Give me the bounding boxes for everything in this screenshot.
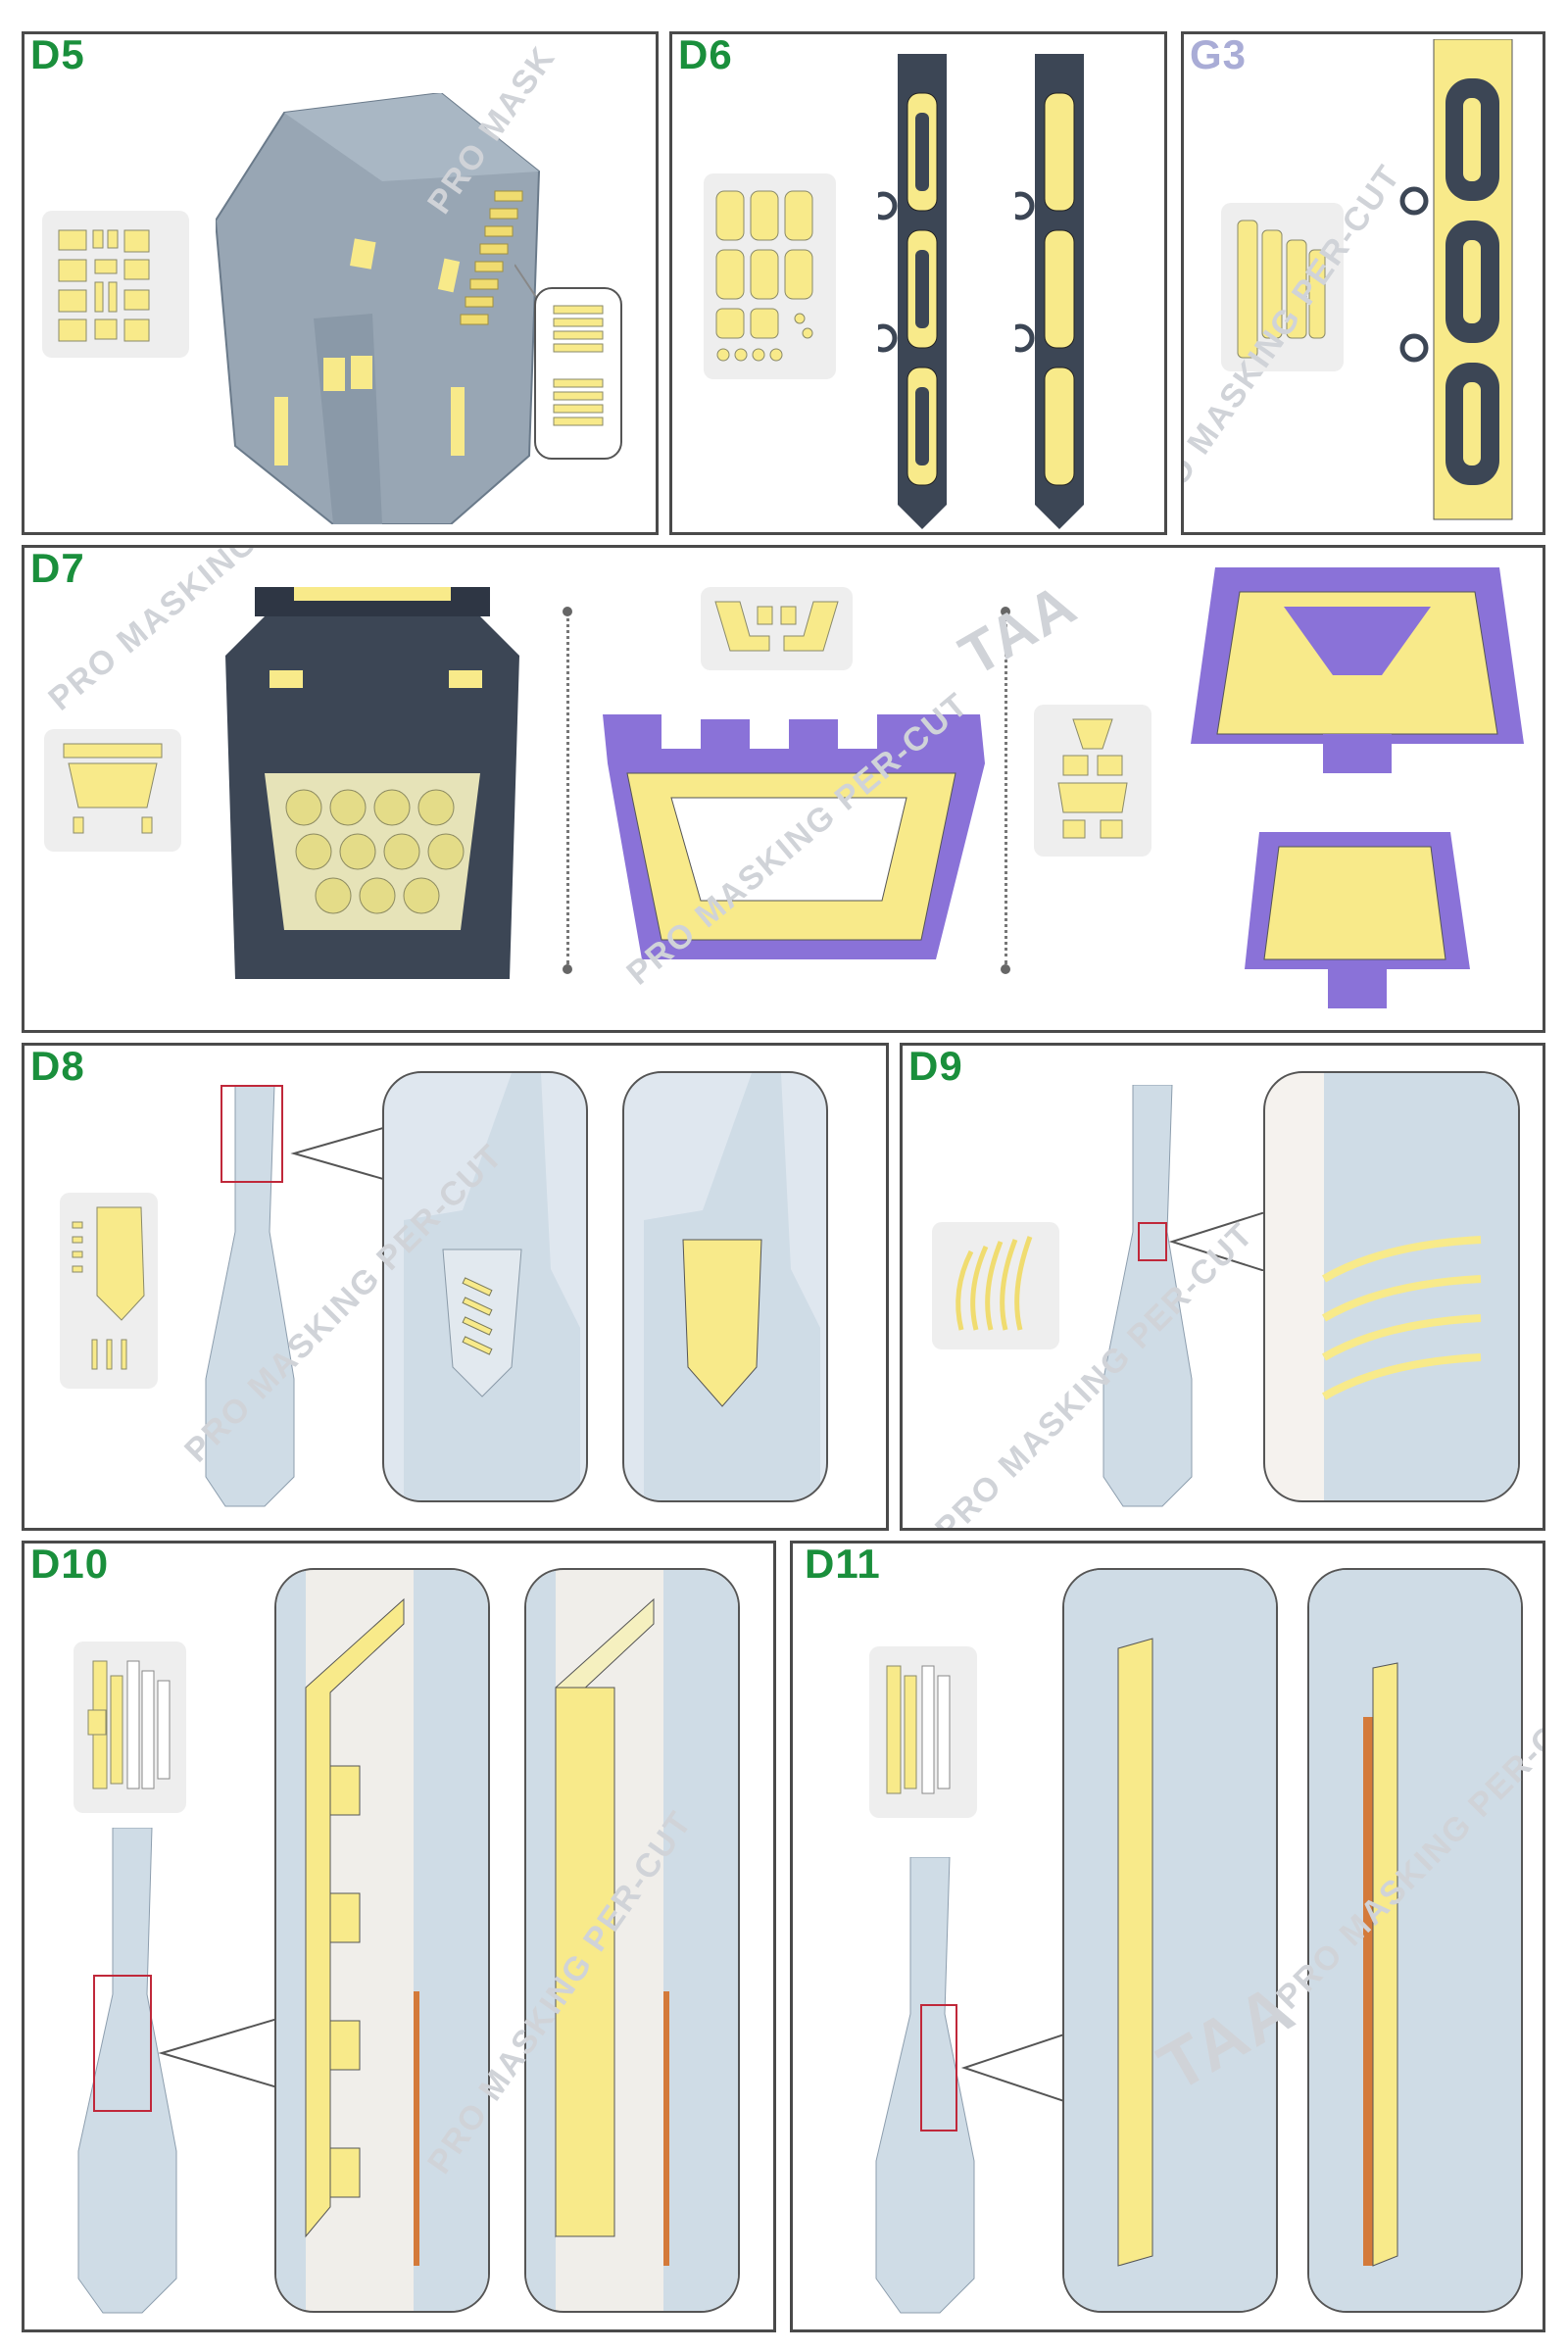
detail-callout-before (1062, 1568, 1278, 2313)
panel-label-d7: D7 (30, 545, 85, 591)
watermark-logo: TAA (949, 570, 1088, 689)
panel-d9: D9 PRO MASKING PER-CUT (900, 1043, 1545, 1531)
panel-d5: D5 PRO MASK (22, 31, 659, 535)
leader-line (960, 2034, 1067, 2102)
detail-callout-after (1307, 1568, 1523, 2313)
part-head-block (216, 93, 541, 524)
part-box-navy (225, 587, 519, 979)
mask-sheet-pieces (63, 743, 163, 834)
mask-sheet-pieces (715, 190, 813, 362)
part-fin (1102, 1085, 1193, 1507)
callout-highlight (1138, 1222, 1167, 1261)
divider-dot (563, 964, 572, 974)
panel-label-d5: D5 (30, 31, 85, 77)
panel-label-d6: D6 (678, 31, 733, 77)
callout-highlight (920, 2004, 957, 2132)
detail-callout-after (524, 1568, 740, 2313)
mask-sheet-pieces (956, 1236, 1033, 1331)
panel-d8: D8 PRO MASKING PER-CUT (22, 1043, 889, 1531)
divider (1004, 612, 1007, 964)
detail-callout (534, 287, 622, 460)
callout-highlight (220, 1085, 283, 1183)
divider-dot (1001, 964, 1010, 974)
part-rail-left (878, 54, 947, 529)
panel-g3: G3 PRO MASKING PER-CUT (1181, 31, 1545, 535)
mask-sheet-pieces (87, 1660, 171, 1789)
mask-sheet-pieces (1057, 718, 1128, 839)
part-fin (205, 1085, 295, 1507)
panel-label-d8: D8 (30, 1043, 85, 1089)
mask-sheet-pieces (72, 1206, 145, 1370)
mask-sheet (932, 1222, 1059, 1349)
panel-d6: D6 (669, 31, 1167, 535)
panel-d7: D7 PRO M (22, 545, 1545, 1033)
part-fin (875, 1857, 975, 2314)
part-plate-purple-small (1245, 832, 1470, 1008)
detail-callout-after (622, 1071, 828, 1502)
leader-line (1168, 1212, 1265, 1271)
panel-label-d10: D10 (30, 1541, 110, 1587)
leader-line (290, 1124, 397, 1183)
part-fin (77, 1828, 177, 2314)
panel-label-g3: G3 (1190, 31, 1248, 77)
detail-callout-before (382, 1071, 588, 1502)
leader-line (158, 2014, 294, 2092)
mask-sheet-pieces (1237, 220, 1326, 359)
mask-sheet-pieces (58, 229, 150, 342)
panel-d11: D11 PRO MASKING PER-CUT TAA (790, 1541, 1545, 2332)
mask-sheet-pieces (886, 1665, 951, 1794)
detail-callout-before (274, 1568, 490, 2313)
part-frame-purple (603, 714, 985, 959)
callout-highlight (93, 1975, 152, 2112)
panel-label-d9: D9 (908, 1043, 963, 1089)
panel-d10: D10 PRO MASKING PER-CUT (22, 1541, 776, 2332)
divider (566, 612, 569, 964)
part-rail (1399, 39, 1513, 520)
part-rail-right (1015, 54, 1084, 529)
panel-label-d11: D11 (805, 1541, 881, 1587)
part-plate-purple (1191, 567, 1524, 773)
mask-sheet-pieces (714, 601, 839, 652)
divider-dot (563, 607, 572, 616)
detail-callout (1263, 1071, 1520, 1502)
divider-dot (1001, 607, 1010, 616)
